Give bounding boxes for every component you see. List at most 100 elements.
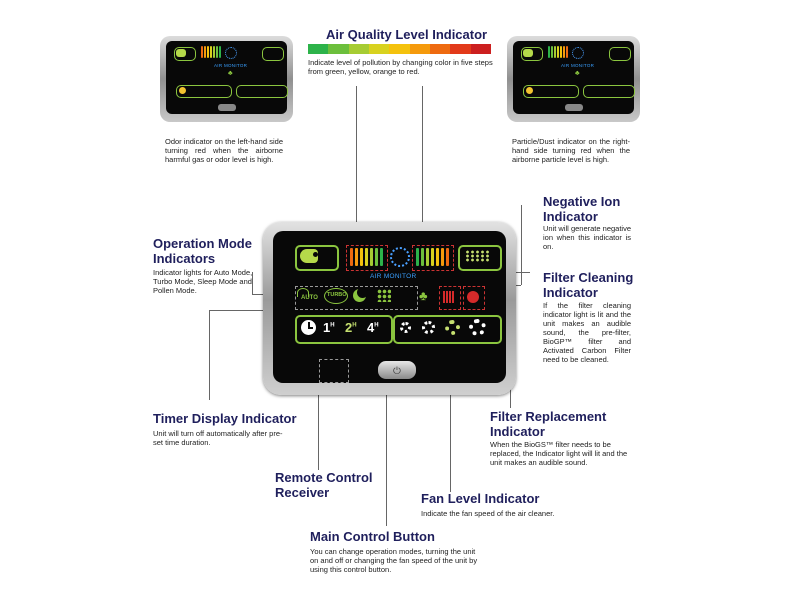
air-quality-color-step bbox=[308, 44, 329, 54]
level-bar bbox=[431, 248, 434, 266]
particle-example-panel: AIR MONITOR ♣ bbox=[507, 36, 640, 122]
turbo-mode-label: TURBO bbox=[327, 292, 347, 298]
particle-indicator bbox=[458, 245, 502, 271]
air-quality-color-step bbox=[409, 44, 431, 54]
level-bar bbox=[216, 46, 218, 58]
level-bar bbox=[370, 248, 373, 266]
main-control-desc: You can change operation modes, turning … bbox=[310, 547, 478, 574]
air-quality-color-step bbox=[389, 44, 411, 54]
air-quality-color-step bbox=[369, 44, 390, 54]
odor-level-bars bbox=[346, 245, 388, 271]
control-panel: AIR MONITOR AUTO TURBO ♣ 1H 2H 4H ⏻ bbox=[263, 222, 516, 395]
air-quality-color-step bbox=[470, 44, 492, 54]
operation-mode-row bbox=[295, 286, 418, 310]
air-quality-color-step bbox=[450, 44, 472, 54]
leaf-icon: ♣ bbox=[228, 70, 233, 77]
fan-level-3-icon bbox=[445, 320, 460, 335]
level-bar bbox=[436, 248, 439, 266]
power-button bbox=[218, 104, 236, 111]
level-bar bbox=[380, 248, 383, 266]
fan-level-title: Fan Level Indicator bbox=[421, 491, 540, 506]
particle-level-bars bbox=[412, 245, 454, 271]
level-bar bbox=[365, 248, 368, 266]
odor-desc: Odor indicator on the left-hand side tur… bbox=[165, 137, 283, 164]
level-bar bbox=[219, 46, 221, 58]
turbo-mode-icon bbox=[324, 288, 348, 304]
level-bar bbox=[350, 248, 353, 266]
level-bar bbox=[554, 46, 556, 58]
level-bar bbox=[213, 46, 215, 58]
negative-ion-indicator-icon bbox=[390, 247, 410, 267]
level-bar bbox=[421, 248, 424, 266]
air-monitor-label: AIR MONITOR bbox=[370, 273, 417, 280]
odor-indicator bbox=[295, 245, 339, 271]
fan-level-2-icon bbox=[422, 321, 435, 334]
dust-dots-icon bbox=[465, 250, 491, 262]
power-button bbox=[565, 104, 583, 111]
fan-level-4-icon bbox=[469, 319, 486, 336]
filter-cleaning-indicator bbox=[439, 286, 461, 310]
timer-1h: 1H bbox=[323, 320, 335, 335]
air-quality-title: Air Quality Level Indicator bbox=[326, 27, 488, 42]
operation-mode-desc: Indicator lights for Auto Mode, Turbo Mo… bbox=[153, 268, 253, 295]
fan-level-display bbox=[393, 315, 502, 344]
clock-icon bbox=[179, 87, 186, 94]
main-control-title: Main Control Button bbox=[310, 529, 435, 544]
monitor-label: AIR MONITOR bbox=[561, 63, 595, 68]
negative-ion-leaf-icon: ♣ bbox=[419, 288, 428, 303]
level-bar bbox=[566, 46, 568, 58]
timer-2h: 2H bbox=[345, 320, 357, 335]
negative-ion-desc: Unit will generate negative ion when thi… bbox=[543, 224, 631, 251]
timer-display bbox=[295, 315, 393, 344]
filter-cleaning-icon bbox=[443, 291, 455, 303]
level-bar bbox=[375, 248, 378, 266]
negative-ion-icon bbox=[225, 47, 237, 59]
timer-4h: 4H bbox=[367, 320, 379, 335]
air-quality-color-strip bbox=[308, 44, 492, 54]
level-bar bbox=[416, 248, 419, 266]
power-icon: ⏻ bbox=[393, 366, 401, 377]
level-bar bbox=[551, 46, 553, 58]
level-bar bbox=[201, 46, 203, 58]
clock-icon bbox=[526, 87, 533, 94]
filter-replacement-icon bbox=[467, 291, 479, 303]
level-bar bbox=[210, 46, 212, 58]
level-bar bbox=[563, 46, 565, 58]
monitor-label: AIR MONITOR bbox=[214, 63, 248, 68]
filter-cleaning-desc: If the filter cleaning indicator light i… bbox=[543, 301, 631, 364]
pollen-mode-icon bbox=[377, 289, 391, 302]
level-bar bbox=[557, 46, 559, 58]
negative-ion-icon bbox=[572, 47, 584, 59]
fan-level-1-icon bbox=[400, 322, 411, 333]
air-quality-desc: Indicate level of pollution by changing … bbox=[308, 58, 493, 76]
air-quality-color-step bbox=[328, 44, 350, 54]
level-bar bbox=[548, 46, 550, 58]
level-bar bbox=[446, 248, 449, 266]
particle-desc: Particle/Dust indicator on the right-han… bbox=[512, 137, 630, 164]
auto-mode-label: AUTO bbox=[301, 295, 318, 301]
level-bar bbox=[204, 46, 206, 58]
main-control-button[interactable]: ⏻ bbox=[378, 361, 416, 379]
level-bar bbox=[355, 248, 358, 266]
filter-replacement-indicator bbox=[463, 286, 485, 310]
timer-desc: Unit will turn off automatically after p… bbox=[153, 429, 283, 447]
remote-receiver bbox=[319, 359, 349, 383]
odor-example-panel: AIR MONITOR ♣ bbox=[160, 36, 293, 122]
auto-mode-icon bbox=[297, 288, 309, 297]
air-quality-color-step bbox=[348, 44, 370, 54]
level-bar bbox=[441, 248, 444, 266]
level-bar bbox=[426, 248, 429, 266]
level-bar bbox=[560, 46, 562, 58]
fan-level-desc: Indicate the fan speed of the air cleane… bbox=[421, 509, 555, 518]
timer-title: Timer Display Indicator bbox=[153, 411, 297, 426]
control-panel-display: AIR MONITOR AUTO TURBO ♣ 1H 2H 4H ⏻ bbox=[273, 231, 506, 383]
leaf-icon: ♣ bbox=[575, 70, 580, 77]
level-bar bbox=[360, 248, 363, 266]
filter-replacement-desc: When the BioGS™ filter needs to be repla… bbox=[490, 440, 628, 467]
air-quality-color-step bbox=[430, 44, 451, 54]
